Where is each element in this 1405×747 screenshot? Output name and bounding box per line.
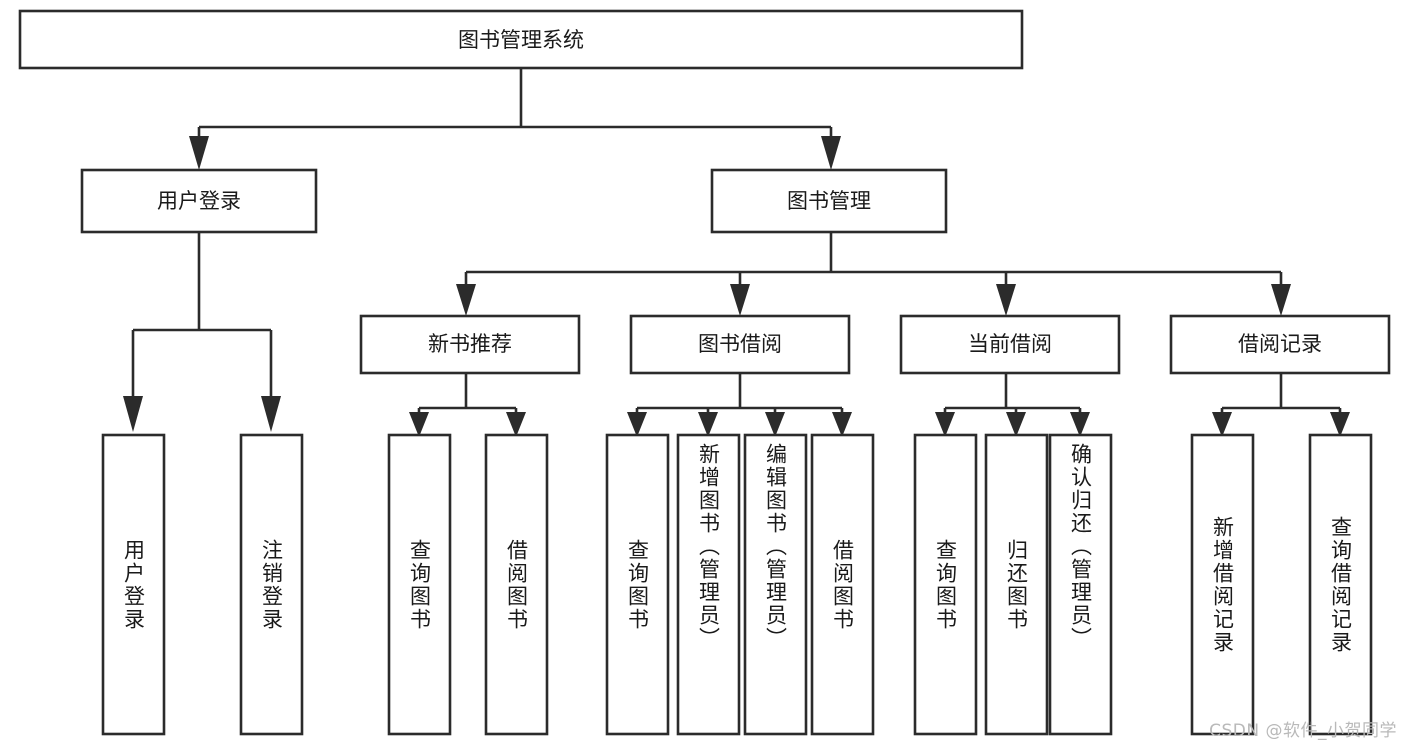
leaf-label-wrap-user-login: 用户登录 [103,435,164,734]
node-box-leaf-query-record[interactable] [1308,433,1373,736]
leaf-label-wrap-borrow-book-1: 借阅图书 [486,435,547,734]
node-box-user-login[interactable] [80,168,318,234]
node-label-leaf-add-book: 新增图书（管理员） [696,443,721,650]
leaf-label-wrap-add-book: 新增图书（管理员） [678,435,739,734]
node-box-leaf-query-book-1[interactable] [387,433,452,736]
leaf-label-wrap-edit-book: 编辑图书（管理员） [745,435,806,734]
node-label-leaf-query-book-3: 查询图书 [933,538,958,631]
arrow-head-leaf-query-book-1 [409,412,429,437]
node-box-leaf-user-login[interactable] [101,433,166,736]
arrow-head-leaf-query-book-3 [935,412,955,437]
arrow-head-borrow-record [1271,284,1291,316]
arrow-head-leaf-add-record [1212,412,1232,437]
watermark-text: CSDN @软件_小贺同学 [1209,721,1397,741]
node-label-leaf-borrow-book-2: 借阅图书 [830,538,855,631]
arrow-head-leaf-query-book-2 [627,412,647,437]
arrow-head-leaf-user-login [123,396,143,432]
node-label-leaf-confirm-return: 确认归还（管理员） [1068,443,1093,650]
node-box-leaf-add-book[interactable] [676,433,741,736]
node-box-current-borrow[interactable] [899,314,1121,375]
node-label-book-borrow: 图书借阅 [698,332,782,356]
node-label-borrow-record: 借阅记录 [1238,332,1322,356]
arrow-head-leaf-confirm-return [1070,412,1090,437]
leaf-label-wrap-logout-login: 注销登录 [241,435,302,734]
node-label-leaf-edit-book: 编辑图书（管理员） [763,443,788,650]
node-label-leaf-query-book-1: 查询图书 [407,538,432,631]
leaf-label-wrap-return-book: 归还图书 [986,435,1047,734]
arrow-head-leaf-query-record [1330,412,1350,437]
node-box-leaf-logout-login[interactable] [239,433,304,736]
arrow-head-leaf-borrow-book-1 [506,412,526,437]
node-label-leaf-logout-login: 注销登录 [259,538,284,631]
arrow-head-leaf-add-book [698,412,718,437]
connector-group-new-book-recommend [409,373,526,437]
node-box-leaf-query-book-3[interactable] [913,433,978,736]
connector-group-borrow-record [1212,373,1350,437]
arrow-head-leaf-return-book [1006,412,1026,437]
node-label-book-management: 图书管理 [787,189,871,213]
arrow-head-leaf-borrow-book-2 [832,412,852,437]
node-box-new-book-recommend[interactable] [359,314,581,375]
node-label-leaf-return-book: 归还图书 [1004,538,1029,631]
node-box-leaf-edit-book[interactable] [743,433,808,736]
node-label-leaf-query-book-2: 查询图书 [625,538,650,631]
leaf-label-wrap-query-book-2: 查询图书 [607,435,668,734]
node-box-leaf-return-book[interactable] [984,433,1049,736]
leaf-label-wrap-query-book-3: 查询图书 [915,435,976,734]
leaf-label-wrap-query-record: 查询借阅记录 [1310,435,1371,734]
connector-group-book-management [456,232,1291,316]
node-label-current-borrow: 当前借阅 [968,332,1052,356]
connector-group-current-borrow [935,373,1090,437]
node-label-leaf-borrow-book-1: 借阅图书 [504,538,529,631]
leaf-label-wrap-borrow-book-2: 借阅图书 [812,435,873,734]
node-box-leaf-borrow-book-2[interactable] [810,433,875,736]
node-label-new-book-recommend: 新书推荐 [428,332,512,356]
arrow-head-book-borrow [730,284,750,316]
node-box-leaf-add-record[interactable] [1190,433,1255,736]
arrow-head-leaf-edit-book [765,412,785,437]
node-box-leaf-query-book-2[interactable] [605,433,670,736]
arrow-head-current-borrow [996,284,1016,316]
connector-group-root [189,68,841,170]
node-box-leaf-confirm-return[interactable] [1048,433,1113,736]
arrow-head-user-login [189,136,209,170]
node-box-borrow-record[interactable] [1169,314,1391,375]
leaf-label-wrap-confirm-return: 确认归还（管理员） [1050,435,1111,734]
node-label-user-login: 用户登录 [157,189,241,213]
node-label-leaf-add-record: 新增借阅记录 [1210,515,1235,654]
node-label-leaf-query-record: 查询借阅记录 [1328,515,1353,654]
node-box-root[interactable] [18,9,1024,70]
node-label-root: 图书管理系统 [458,28,584,52]
node-box-book-borrow[interactable] [629,314,851,375]
leaf-label-wrap-query-book-1: 查询图书 [389,435,450,734]
node-box-book-management[interactable] [710,168,948,234]
arrow-head-new-book-recommend [456,284,476,316]
arrow-head-leaf-logout-login [261,396,281,432]
leaf-label-wrap-add-record: 新增借阅记录 [1192,435,1253,734]
connector-group-book-borrow [627,373,852,437]
connector-group-user-login [123,232,281,432]
arrow-head-book-management [821,136,841,170]
node-box-leaf-borrow-book-1[interactable] [484,433,549,736]
node-label-leaf-user-login: 用户登录 [121,538,146,631]
